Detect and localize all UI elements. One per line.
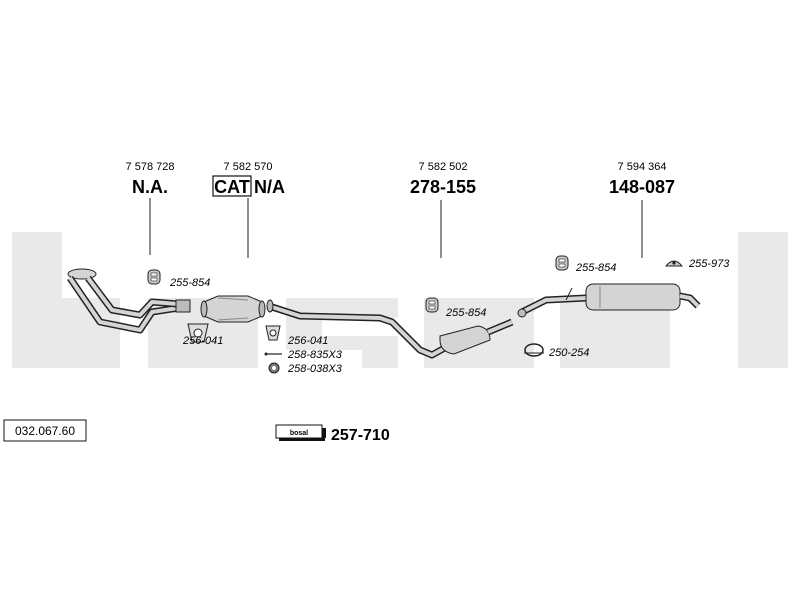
kit-badge-label: bosal <box>290 430 308 437</box>
fitting-ref: 256-041 <box>287 335 328 347</box>
oem-catalyst: 7 582 570 <box>224 161 273 173</box>
fitting-ref: 258-835X3 <box>287 349 343 361</box>
fitting-ref: 255-854 <box>445 307 486 319</box>
diagram-code-box <box>3 419 87 442</box>
kit-badge-icon <box>275 424 326 441</box>
bolt-icon <box>264 352 282 356</box>
nut-icon <box>268 362 280 374</box>
oem-center-muffler: 7 582 502 <box>419 161 468 173</box>
part-number-catalyst: N/A <box>254 177 285 197</box>
rubber-hanger-icon <box>425 297 439 313</box>
mounting-rubber-icon <box>664 260 684 267</box>
fitting-ref: 250-254 <box>548 347 589 359</box>
oem-front-pipe: 7 578 728 <box>126 161 175 173</box>
part-number-center-muffler: 278-155 <box>410 177 476 197</box>
fitting-ref: 255-973 <box>688 258 730 270</box>
diagram-code: 032.067.60 <box>15 424 75 438</box>
rubber-hanger-icon <box>147 269 161 285</box>
gasket-icon <box>187 323 209 343</box>
fitting-ref: 256-041 <box>182 335 223 347</box>
fitting-ref: 258-038X3 <box>287 363 343 375</box>
kit-number: 257-710 <box>331 427 390 444</box>
catalyst-drawing <box>200 295 266 323</box>
part-number-front-pipe: N.A. <box>132 177 168 197</box>
intermediate-pipe-drawing <box>266 299 452 359</box>
cat-box <box>212 175 252 197</box>
fitting-ref: 255-854 <box>169 277 210 289</box>
clamp-icon <box>524 343 544 357</box>
gasket-icon <box>265 325 281 341</box>
part-number-rear-muffler: 148-087 <box>609 177 675 197</box>
fitting-ref: 255-854 <box>575 262 616 274</box>
center-muffler-drawing <box>439 318 514 355</box>
front-pipe-drawing <box>67 268 191 334</box>
rear-muffler-drawing <box>517 283 701 318</box>
cat-label: CAT <box>214 177 250 197</box>
oem-rear-muffler: 7 594 364 <box>618 161 667 173</box>
rubber-hanger-icon <box>555 255 569 271</box>
